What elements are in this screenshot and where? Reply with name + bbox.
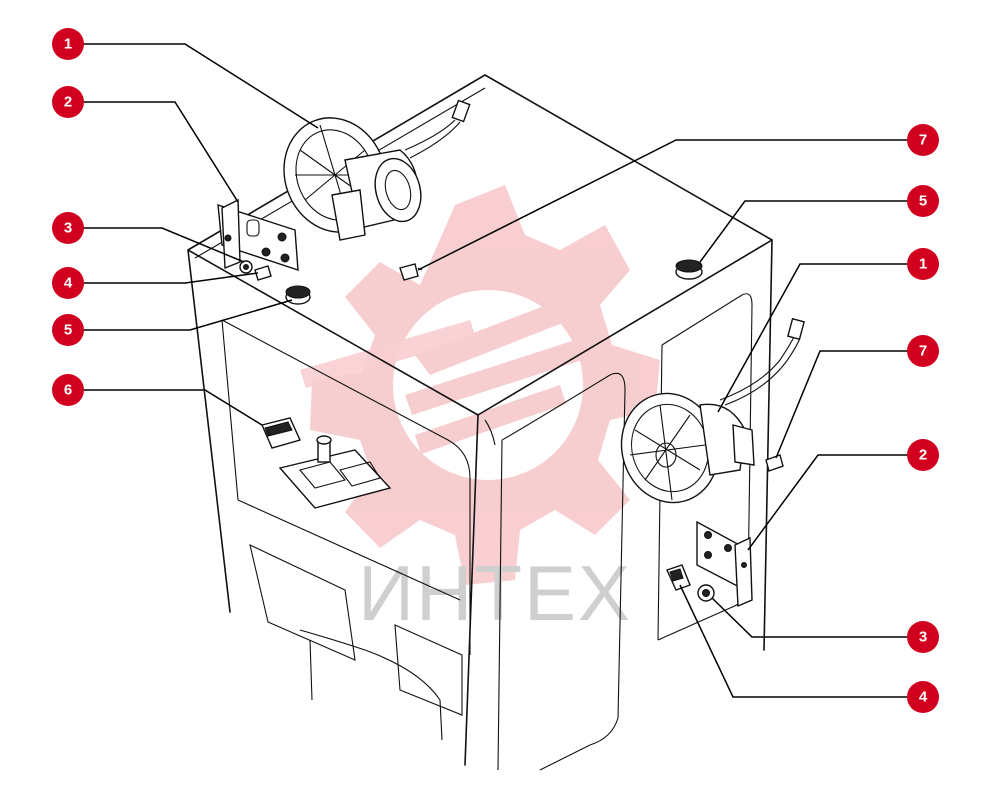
fitting-top xyxy=(399,263,423,281)
callout-left-1: 1 xyxy=(52,28,84,60)
leader-lines xyxy=(68,43,923,698)
callout-left-2: 2 xyxy=(52,86,84,118)
fan-assembly-left xyxy=(283,99,471,241)
bracket-left xyxy=(217,198,299,271)
watermark-text: ИНТЕХ xyxy=(358,549,632,637)
callout-right-5: 5 xyxy=(907,185,939,217)
callout-left-3: 3 xyxy=(52,212,84,244)
callout-right-7-top: 7 xyxy=(907,124,939,156)
svg-text:4: 4 xyxy=(64,275,73,292)
svg-text:7: 7 xyxy=(919,132,927,149)
svg-text:2: 2 xyxy=(64,94,72,111)
svg-text:6: 6 xyxy=(64,382,72,399)
switch-panel xyxy=(261,417,392,509)
svg-text:3: 3 xyxy=(919,629,927,646)
callout-right-1: 1 xyxy=(907,248,939,280)
svg-text:2: 2 xyxy=(919,447,927,464)
svg-text:5: 5 xyxy=(64,322,72,339)
svg-text:5: 5 xyxy=(919,193,927,210)
callout-right-4: 4 xyxy=(907,681,939,713)
callout-right-2: 2 xyxy=(907,439,939,471)
bracket-right xyxy=(696,520,753,608)
svg-text:4: 4 xyxy=(919,689,928,706)
nut-bolt-left xyxy=(239,260,272,281)
callout-right-7: 7 xyxy=(907,335,939,367)
callout-left-6: 6 xyxy=(52,374,84,406)
fitting-right xyxy=(765,454,784,472)
svg-text:1: 1 xyxy=(919,256,927,273)
callout-right-3: 3 xyxy=(907,621,939,653)
bolt-right xyxy=(666,564,691,591)
grommet-right xyxy=(675,259,703,280)
callout-left-5: 5 xyxy=(52,314,84,346)
svg-text:1: 1 xyxy=(64,36,72,53)
callout-left-4: 4 xyxy=(52,267,84,299)
svg-text:3: 3 xyxy=(64,220,72,237)
fan-assembly-right xyxy=(620,317,805,504)
svg-text:7: 7 xyxy=(919,343,927,360)
watermark-logo xyxy=(300,185,660,585)
cabin-housing xyxy=(187,74,773,771)
nut-right xyxy=(697,584,715,602)
